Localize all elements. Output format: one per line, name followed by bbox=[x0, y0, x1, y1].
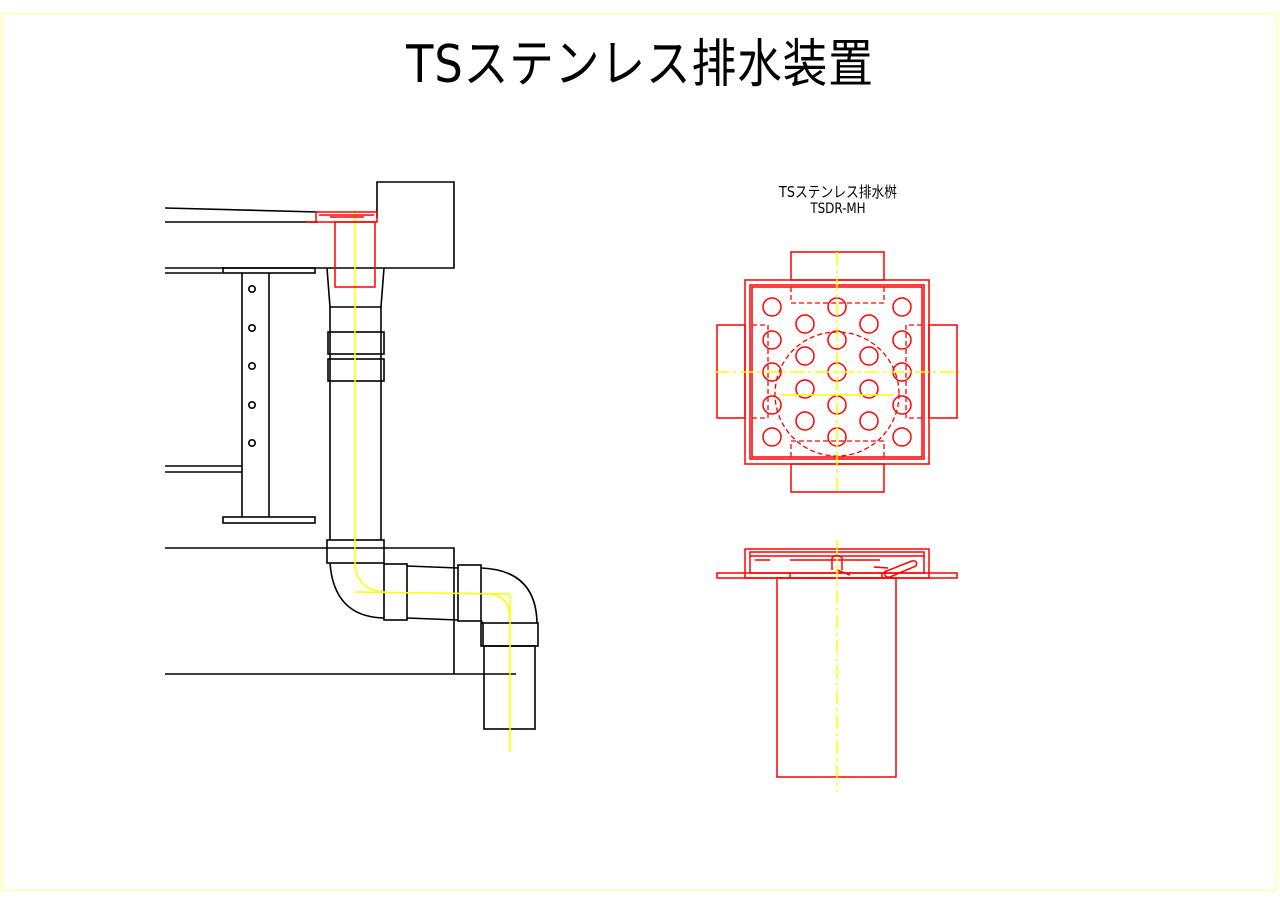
floor-slab bbox=[164, 207, 377, 274]
support-column bbox=[165, 273, 316, 524]
section-view bbox=[164, 181, 539, 752]
lower-slab bbox=[165, 547, 516, 675]
flow-centerline bbox=[354, 210, 511, 752]
detail-model-label: TSDR-MH bbox=[810, 201, 866, 217]
grate-hole bbox=[762, 395, 782, 415]
detail-section-view bbox=[716, 540, 958, 792]
grate-hole bbox=[892, 427, 912, 447]
detail-name-label: TSステンレス排水桝 bbox=[779, 183, 897, 201]
column-hole bbox=[248, 284, 257, 293]
column-hole bbox=[248, 361, 257, 370]
grate-hole bbox=[859, 379, 879, 399]
grate-hole bbox=[762, 362, 782, 382]
grate-hole bbox=[892, 330, 912, 350]
wall-block bbox=[376, 181, 455, 269]
grate-hole bbox=[762, 330, 782, 350]
grate-hole bbox=[762, 297, 782, 317]
horizontal-pipe-run bbox=[329, 562, 539, 730]
grate-hole bbox=[859, 411, 879, 431]
grate-hole bbox=[892, 297, 912, 317]
grate-hole bbox=[795, 379, 815, 399]
grate-hole bbox=[859, 314, 879, 334]
column-hole bbox=[248, 438, 257, 447]
grate-hole bbox=[762, 427, 782, 447]
grate-hole bbox=[892, 395, 912, 415]
detail-plan-view bbox=[715, 251, 960, 493]
grate-hole bbox=[795, 314, 815, 334]
sheet-border bbox=[0, 12, 1278, 892]
grate-hole bbox=[859, 346, 879, 366]
grate-hole bbox=[795, 346, 815, 366]
column-hole bbox=[248, 400, 257, 409]
grate-hole bbox=[795, 411, 815, 431]
page-title: TSステンレス排水装置 bbox=[406, 35, 874, 95]
drain-fixture bbox=[306, 211, 378, 288]
column-hole bbox=[248, 323, 257, 332]
